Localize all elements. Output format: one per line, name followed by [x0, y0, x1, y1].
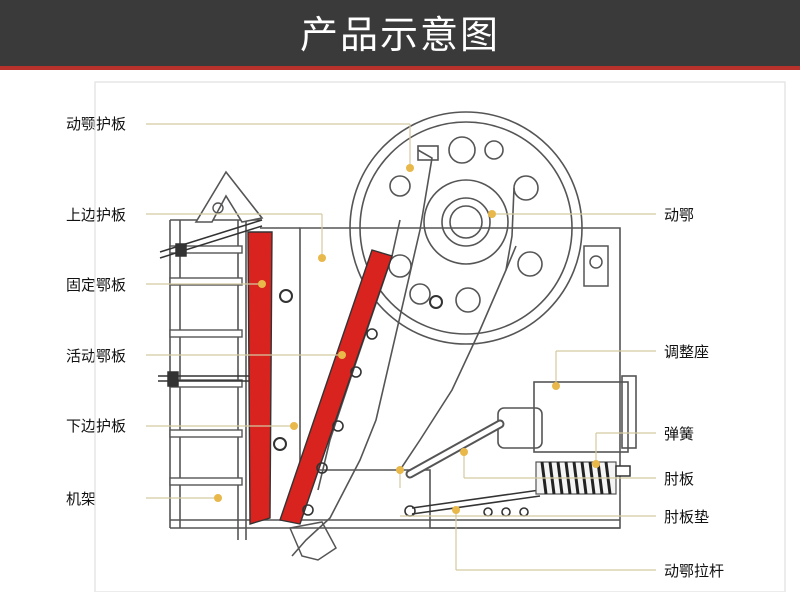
middle-bolt: [158, 371, 262, 387]
discharge-lip: [288, 521, 337, 561]
label-upper-side-guard: 上边护板: [66, 206, 127, 224]
nut: [273, 437, 287, 451]
movable-jaw-body: [291, 145, 517, 557]
label-toggle-plate: 肘板: [664, 470, 695, 488]
label-adjusting-seat: 调整座: [664, 343, 710, 361]
leader-lines: [146, 123, 656, 571]
frame-ribs: [169, 245, 243, 486]
nut: [429, 295, 443, 309]
label-frame: 机架: [66, 490, 97, 508]
label-tension-rod: 动鄂拉杆: [664, 562, 725, 580]
jaw-bolts: [302, 328, 378, 516]
label-toggle-seat: 肘板垫: [664, 508, 710, 526]
adjusting-seat: [497, 375, 637, 453]
fixed-jaw-plate: [247, 231, 273, 525]
nut: [279, 289, 293, 303]
label-fixed-jaw-plate: 固定鄂板: [66, 276, 127, 294]
feed-hopper: [194, 170, 264, 223]
label-spring: 弹簧: [664, 425, 695, 443]
diagram-frame: [94, 81, 786, 592]
label-lower-side-guard: 下边护板: [66, 417, 127, 435]
header-accent-line: [0, 66, 800, 70]
flywheel: [349, 111, 583, 345]
page-title: 产品示意图: [299, 13, 500, 57]
leader-dots: [214, 164, 600, 514]
label-moving-jaw-plate: 活动鄂板: [66, 347, 127, 365]
page-header: 产品示意图: [0, 0, 800, 70]
bearing-box: [583, 245, 609, 287]
upper-bolt: [159, 219, 263, 259]
moving-jaw-plate: [279, 249, 393, 525]
machine-frame: [169, 219, 621, 540]
label-movable-jaw-guard: 动颚护板: [66, 115, 127, 133]
toggle-seat-bolts: [483, 507, 529, 517]
label-movable-jaw: 动鄂: [664, 206, 695, 224]
